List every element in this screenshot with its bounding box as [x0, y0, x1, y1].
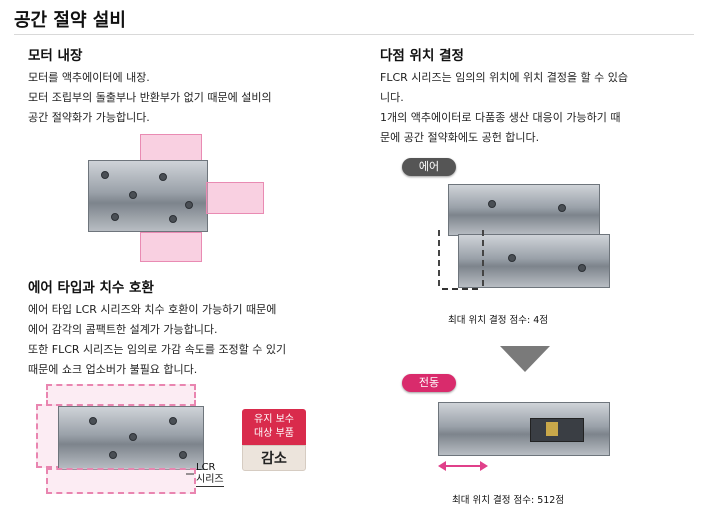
electric-type-pill: 전동 [402, 374, 456, 392]
electric-actuator-illustration [438, 398, 610, 480]
section-body-multipoint: FLCR 시리즈는 임의의 위치에 위치 결정을 할 수 있습 니다. 1개의 … [380, 71, 629, 144]
down-arrow-icon [500, 346, 550, 372]
bolt-hole [578, 264, 586, 272]
lcr-series-label: LCR 시리즈 [196, 462, 224, 487]
title-divider [14, 34, 694, 35]
stroke-range-dashed [438, 230, 484, 286]
section-heading-multipoint: 다점 위치 결정 [380, 48, 464, 64]
bolt-hole [169, 417, 177, 425]
maintenance-badge-top: 유지 보수 대상 부품 [242, 409, 306, 445]
maintenance-badge-bottom: 감소 [242, 445, 306, 471]
bolt-hole [558, 204, 566, 212]
bolt-hole [129, 433, 137, 441]
bolt-hole [488, 200, 496, 208]
air-type-pill: 에어 [402, 158, 456, 176]
bolt-hole [185, 201, 193, 209]
stroke-arrow [442, 288, 478, 292]
air-actuator-illustration [438, 180, 610, 304]
section-heading-motor: 모터 내장 [28, 48, 83, 64]
motor-actuator-illustration [80, 134, 270, 264]
bolt-hole [111, 213, 119, 221]
bolt-hole [508, 254, 516, 262]
electric-slider-tab [546, 422, 558, 436]
page-title: 공간 절약 설비 [14, 10, 126, 31]
lcr-leader-line [186, 473, 194, 475]
bolt-hole [101, 171, 109, 179]
bolt-hole [169, 215, 177, 223]
stroke-arrow-pink [438, 461, 488, 471]
electric-max-points-caption: 최대 위치 결정 점수: 512점 [452, 495, 565, 506]
bolt-hole [179, 451, 187, 459]
section-body-motor: 모터를 액추에이터에 내장. 모터 조립부의 돌출부나 반환부가 없기 때문에 … [28, 71, 272, 124]
air-max-points-caption: 최대 위치 결정 점수: 4점 [448, 315, 548, 326]
section-heading-compat: 에어 타입과 치수 호환 [28, 280, 154, 296]
bolt-hole [109, 451, 117, 459]
lcr-compat-illustration [36, 384, 226, 502]
air-actuator-back [448, 184, 600, 236]
lcr-outline-top [46, 384, 196, 406]
electric-actuator-body [438, 402, 610, 456]
bolt-hole [89, 417, 97, 425]
bolt-hole [129, 191, 137, 199]
protrusion-top [140, 134, 202, 162]
protrusion-right [206, 182, 264, 214]
lcr-outline-bottom [46, 468, 196, 494]
actuator-body [88, 160, 208, 232]
bolt-hole [159, 173, 167, 181]
protrusion-bottom [140, 232, 202, 262]
section-body-compat: 에어 타입 LCR 시리즈와 치수 호환이 가능하기 때문에 에어 감각의 콤팩… [28, 303, 287, 376]
lcr-body [58, 406, 204, 470]
